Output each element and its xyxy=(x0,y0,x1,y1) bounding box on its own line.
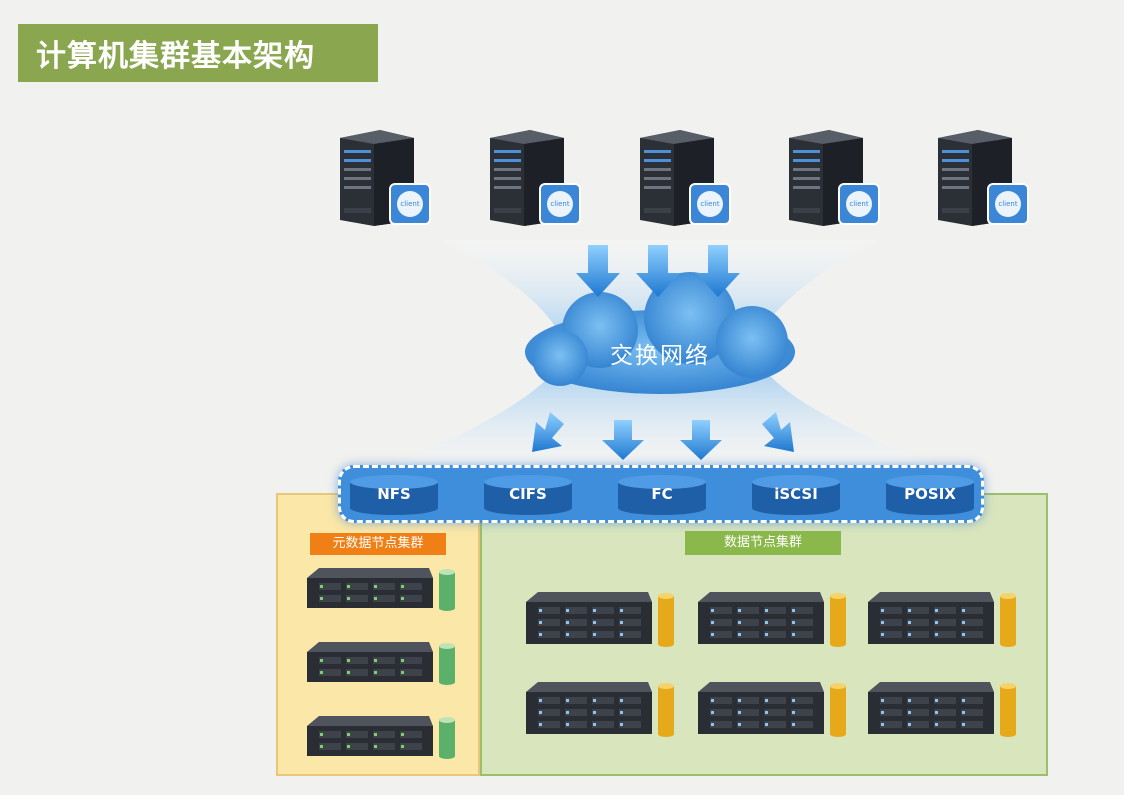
server-icon xyxy=(340,130,431,226)
server-icon xyxy=(789,130,880,226)
data-node-6 xyxy=(868,682,1016,737)
page-title: 计算机集群基本架构 xyxy=(18,24,378,82)
client-server-2: client xyxy=(482,128,582,228)
data-node-2 xyxy=(698,592,846,647)
data-cluster-label: 数据节点集群 xyxy=(685,531,841,555)
client-label: client xyxy=(998,200,1018,208)
protocol-cylinder-icon xyxy=(484,475,572,515)
client-label: client xyxy=(550,200,570,208)
protocol-cylinder-icon xyxy=(886,475,974,515)
data-node-4 xyxy=(526,682,674,737)
server-icon xyxy=(490,130,581,226)
protocol-cylinder-icon xyxy=(618,475,706,515)
client-server-5: client xyxy=(930,128,1030,228)
data-node-3 xyxy=(868,592,1016,647)
data-node-5 xyxy=(698,682,846,737)
server-icon xyxy=(640,130,731,226)
protocol-cylinder-icon xyxy=(752,475,840,515)
protocol-label-nfs: NFS xyxy=(377,485,411,503)
metadata-node-2 xyxy=(307,642,455,685)
protocol-cylinder-icon xyxy=(350,475,438,515)
client-label: client xyxy=(700,200,720,208)
protocol-label-cifs: CIFS xyxy=(509,485,547,503)
client-label: client xyxy=(400,200,420,208)
protocol-label-fc: FC xyxy=(651,485,673,503)
client-server-4: client xyxy=(781,128,881,228)
metadata-cluster-label: 元数据节点集群 xyxy=(310,533,446,555)
data-node-1 xyxy=(526,592,674,647)
network-label: 交换网络 xyxy=(610,343,710,369)
client-server-1: client xyxy=(332,128,432,228)
protocol-label-iscsi: iSCSI xyxy=(774,485,818,503)
server-icon xyxy=(938,130,1029,226)
cloud-icon xyxy=(525,272,795,394)
metadata-node-3 xyxy=(307,716,455,759)
metadata-node-1 xyxy=(307,568,455,611)
protocol-label-posix: POSIX xyxy=(904,485,956,503)
client-server-3: client xyxy=(632,128,732,228)
client-label: client xyxy=(849,200,869,208)
